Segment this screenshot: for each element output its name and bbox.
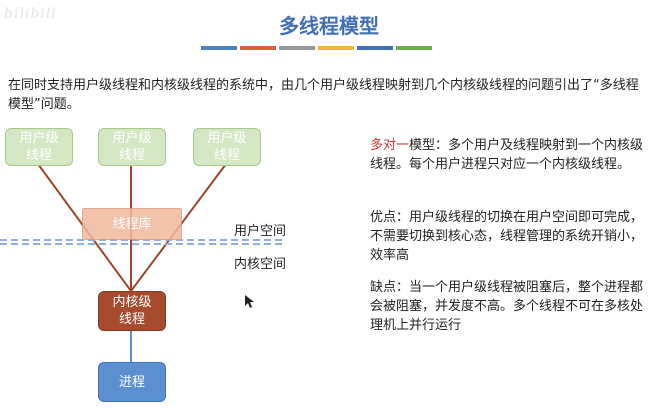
user-thread-box-3: 用户级线程 <box>193 128 261 166</box>
model-description: 多对一模型：多个用户及线程映射到一个内核级线程。每个用户进程只对应一个内核级线程… <box>370 136 654 174</box>
user-thread-box-2: 用户级线程 <box>98 128 166 166</box>
kernel-space-label: 内核空间 <box>234 257 287 272</box>
user-thread-box-1: 用户级线程 <box>5 128 73 166</box>
model-name-highlight: 多对一 <box>370 138 410 153</box>
accent-bar-yellow <box>318 46 354 50</box>
disadvantage-text: 缺点：当一个用户级线程被阻塞后，整个进程都会被阻塞，并发度不高。多个线程不可在多… <box>370 280 644 333</box>
advantage-text: 优点：用户级线程的切换在用户空间即可完成，不需要切换到核心态，线程管理的系统开销… <box>370 210 644 263</box>
thread-library-box: 线程库 <box>82 208 182 240</box>
slide-title: 多线程模型 <box>279 14 379 38</box>
accent-bar-blue <box>201 46 237 50</box>
accent-bar-green <box>396 46 432 50</box>
user-space-label: 用户空间 <box>234 224 287 239</box>
process-box: 进程 <box>98 362 166 402</box>
intro-text: 在同时支持用户级线程和内核级线程的系统中，由几个用户级线程映射到几个内核级线程的… <box>8 78 639 112</box>
accent-bar-darkblue <box>357 46 393 50</box>
mouse-cursor-icon <box>245 295 254 308</box>
accent-bar-orange <box>240 46 276 50</box>
model-description-text: 模型：多个用户及线程映射到一个内核级线程。每个用户进程只对应一个内核级线程。 <box>370 138 644 172</box>
watermark-logo: bilibili <box>4 6 57 22</box>
kernel-thread-box: 内核级线程 <box>98 291 166 331</box>
accent-bar-gray <box>279 46 315 50</box>
